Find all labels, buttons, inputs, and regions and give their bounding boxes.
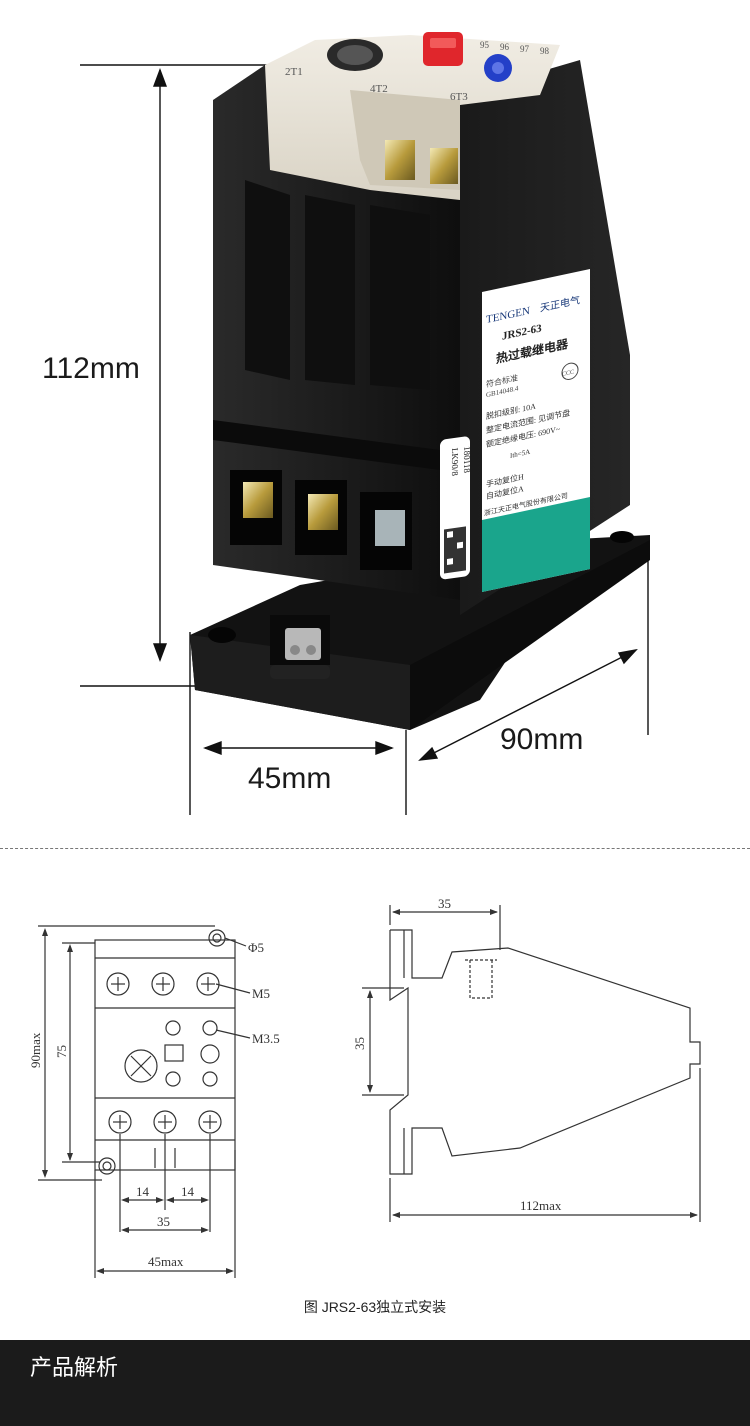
section-divider [0, 848, 750, 849]
section-header-bar [0, 1340, 750, 1426]
label-14-right: 14 [181, 1184, 195, 1199]
width-dimension-label: 45mm [248, 762, 332, 795]
sticker-batch: 180118 [462, 446, 472, 475]
dimension-lines [80, 64, 649, 815]
front-view [38, 925, 251, 1278]
terminal-bottom [108, 1110, 222, 1134]
side-view [362, 905, 701, 1222]
terminal-mark-4t2: 4T2 [370, 83, 388, 95]
ccc-mark-text: CCC [562, 369, 574, 377]
label-m35: M3.5 [252, 1031, 280, 1046]
top-mark-95: 95 [480, 40, 490, 50]
product-photo-section: 2T1 4T2 6T3 95 96 97 98 TENGEN 天正电气 JRS2… [42, 32, 650, 815]
terminal-screw [375, 510, 405, 546]
label-teal-stripe [482, 497, 590, 592]
terminal-mark-2t1: 2T1 [285, 66, 303, 78]
label-35-top: 35 [438, 896, 451, 911]
technical-drawing: Φ5 M5 M3.5 90max 75 14 14 35 45max [0, 850, 750, 1320]
din-clip [285, 628, 321, 660]
dimension-drawing: Φ5 M5 M3.5 90max 75 14 14 35 45max [28, 896, 701, 1278]
mount-hole-bottom [98, 1157, 116, 1175]
drawing-caption: 图 JRS2-63独立式安装 [303, 1299, 447, 1315]
terminal-mark-6t3: 6T3 [450, 91, 468, 103]
top-mark-96: 96 [500, 42, 510, 52]
product-label: TENGEN 天正电气 JRS2-63 热过载继电器 符合标准 GB14048.… [482, 269, 590, 592]
depth-dimension-label: 90mm [500, 723, 584, 756]
beige-top-module: 2T1 4T2 6T3 95 96 97 98 [265, 32, 560, 200]
top-mark-98: 98 [540, 46, 550, 56]
terminal-m5 [106, 972, 220, 996]
batch-sticker: LK90/8 180118 [440, 436, 472, 580]
label-phi5: Φ5 [248, 940, 264, 955]
front-view-arrows [42, 928, 234, 1274]
label-112max: 112max [520, 1198, 562, 1213]
label-90max: 90max [28, 1032, 43, 1068]
mount-hole-top [208, 929, 226, 947]
top-mark-97: 97 [520, 44, 530, 54]
sticker-code: LK90/8 [450, 447, 460, 477]
label-35-bottom: 35 [157, 1214, 170, 1229]
section-header-title: 产品解析 [30, 1356, 119, 1381]
label-m5: M5 [252, 986, 270, 1001]
din-base [190, 531, 650, 730]
terminal-screw [243, 482, 273, 518]
test-knob [124, 1049, 158, 1083]
label-14-left: 14 [136, 1184, 150, 1199]
side-view-arrows [367, 909, 698, 1218]
label-75: 75 [54, 1045, 69, 1058]
reset-button [423, 32, 463, 66]
terminal-screw [308, 494, 338, 530]
label-45max: 45max [148, 1254, 184, 1269]
label-35-left: 35 [352, 1037, 367, 1050]
ccc-mark [561, 362, 579, 380]
product-photo: 2T1 4T2 6T3 95 96 97 98 TENGEN 天正电气 JRS2… [80, 32, 650, 815]
height-dimension-label: 112mm [42, 352, 140, 385]
